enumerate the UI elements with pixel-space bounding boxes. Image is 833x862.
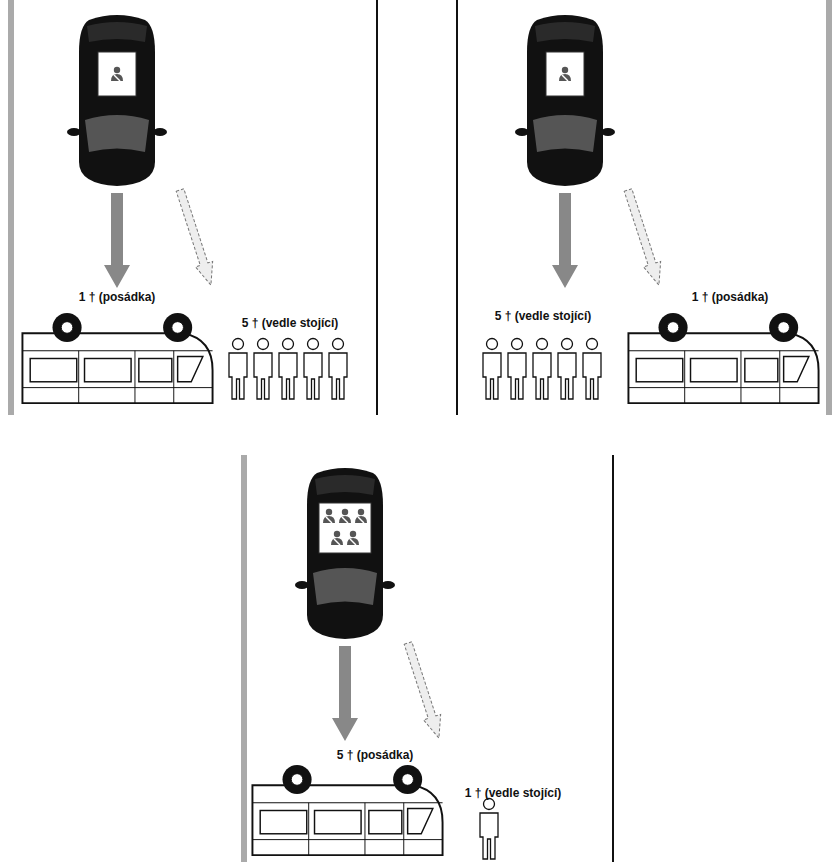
road-edge: [826, 0, 832, 415]
bystander: [329, 339, 347, 400]
bystander: [533, 339, 551, 400]
swerve-arrow: [399, 640, 447, 741]
bystander: [583, 339, 601, 400]
bystander: [558, 339, 576, 400]
casualty-label: 1 † (vedle stojící): [465, 786, 562, 800]
path-arrow: [104, 193, 130, 288]
car-cabin: [319, 503, 371, 553]
path-arrow: [332, 646, 358, 741]
casualty-label: 5 † (vedle stojící): [242, 316, 339, 330]
casualty-label: 5 † (posádka): [337, 748, 414, 762]
swerve-arrow: [619, 187, 667, 288]
bystander: [483, 339, 501, 400]
overturned-van: [628, 313, 818, 403]
bystander: [229, 339, 247, 400]
car: [295, 468, 395, 639]
bystander: [304, 339, 322, 400]
overturned-van: [252, 765, 442, 855]
car: [67, 15, 167, 186]
road-edge: [241, 455, 247, 862]
occupant-icon: [111, 67, 123, 81]
occupant-icon: [331, 531, 343, 545]
bystander: [254, 339, 272, 400]
overturned-van: [22, 313, 212, 403]
bystander: [279, 339, 297, 400]
occupant-icon: [347, 531, 359, 545]
occupant-icon: [559, 67, 571, 81]
road-edge: [8, 0, 14, 415]
bystander: [480, 799, 498, 860]
swerve-arrow: [171, 187, 219, 288]
occupant-icon: [355, 509, 367, 523]
occupant-icon: [323, 509, 335, 523]
road-edge: [376, 0, 378, 415]
car: [515, 15, 615, 186]
road-edge: [456, 0, 458, 415]
casualty-label: 1 † (posádka): [692, 290, 769, 304]
occupant-icon: [339, 509, 351, 523]
casualty-label: 5 † (vedle stojící): [495, 309, 592, 323]
car-cabin: [98, 52, 136, 96]
casualty-label: 1 † (posádka): [79, 290, 156, 304]
car-cabin: [546, 52, 584, 96]
bystander: [508, 339, 526, 400]
road-edge: [612, 455, 614, 862]
path-arrow: [552, 193, 578, 288]
